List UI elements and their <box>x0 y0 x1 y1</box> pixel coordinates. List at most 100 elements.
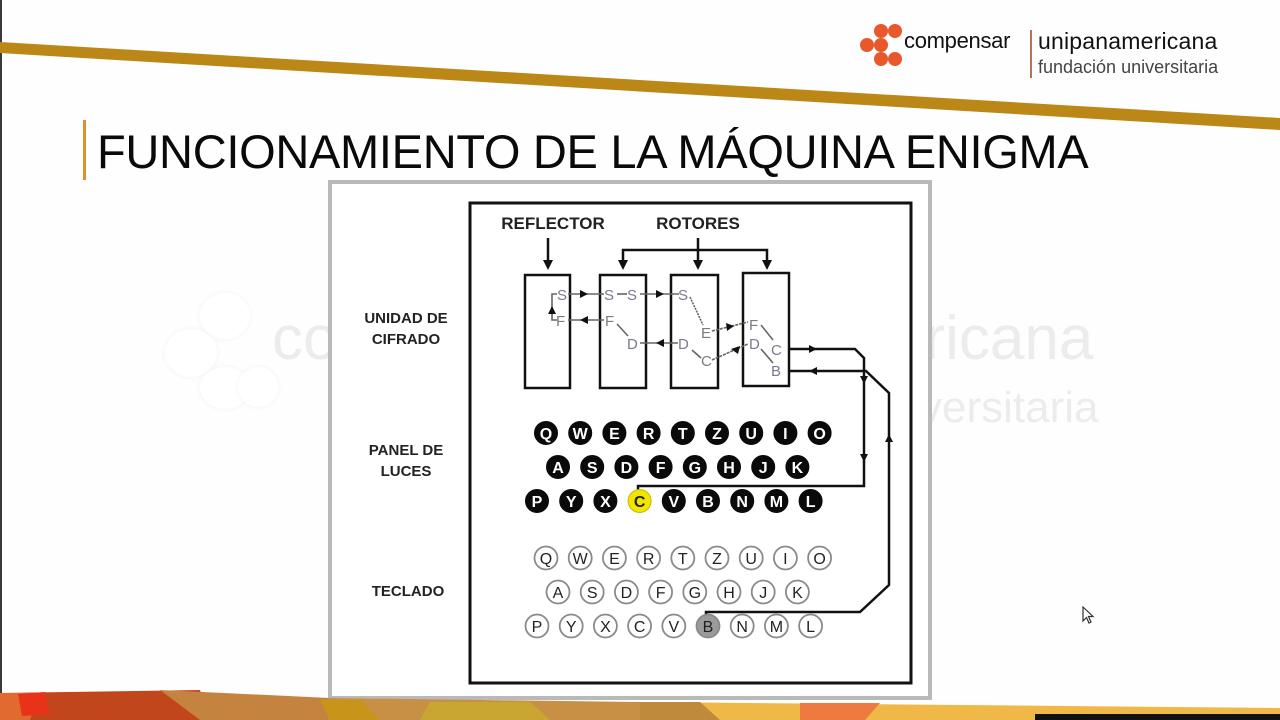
svg-text:R: R <box>643 426 655 443</box>
institution-logo: compensar unipanamericana fundación univ… <box>858 22 1248 82</box>
key-t[interactable]: T <box>670 545 696 571</box>
key-v[interactable]: V <box>661 613 687 639</box>
svg-text:A: A <box>552 460 564 477</box>
key-w[interactable]: W <box>567 545 593 571</box>
lamp-c: C <box>627 489 652 513</box>
svg-text:M: M <box>770 619 783 636</box>
watermark-text-bottom: versitaria <box>920 383 1099 432</box>
cipher-unit-label-line1: UNIDAD DE <box>364 310 447 327</box>
svg-text:U: U <box>745 551 757 568</box>
key-z[interactable]: Z <box>704 545 730 571</box>
key-m[interactable]: M <box>764 613 789 639</box>
svg-text:V: V <box>668 619 679 636</box>
lamp-f: F <box>648 455 673 479</box>
key-p[interactable]: P <box>524 613 550 639</box>
lamp-s: S <box>580 455 605 479</box>
svg-text:W: W <box>573 426 589 443</box>
svg-text:D: D <box>621 460 633 477</box>
reflector-letter-s: S <box>557 287 567 304</box>
rotor3-letter-b: B <box>771 363 781 380</box>
lamp-u: U <box>739 421 764 445</box>
rotor2-letter-d: D <box>678 336 689 353</box>
svg-text:Z: Z <box>712 551 722 568</box>
svg-text:R: R <box>643 551 655 568</box>
lamp-z: Z <box>705 421 729 445</box>
slide-left-edge <box>0 0 2 700</box>
lamp-i: I <box>773 421 798 445</box>
key-q[interactable]: Q <box>533 545 559 571</box>
rotors-label: ROTORES <box>656 214 740 233</box>
svg-text:L: L <box>806 619 815 636</box>
brand-compensar: compensar <box>904 28 1011 53</box>
key-r[interactable]: R <box>636 545 661 571</box>
svg-text:F: F <box>656 585 666 602</box>
svg-text:D: D <box>621 585 633 602</box>
svg-text:I: I <box>783 426 787 443</box>
lamp-v: V <box>661 489 686 513</box>
key-h[interactable]: H <box>716 579 742 605</box>
key-b[interactable]: B <box>695 613 721 639</box>
lamp-w: W <box>568 421 593 445</box>
key-x[interactable]: X <box>593 613 618 639</box>
mouse-cursor-icon <box>1082 606 1095 624</box>
key-e[interactable]: E <box>602 545 627 571</box>
key-g[interactable]: G <box>682 579 708 605</box>
svg-text:Y: Y <box>566 619 577 636</box>
key-c[interactable]: C <box>627 613 652 639</box>
rotor1-letter-s-right: S <box>627 287 637 304</box>
lamp-y: Y <box>559 489 584 513</box>
rotor2-letter-c: C <box>701 353 712 370</box>
svg-text:X: X <box>600 619 611 636</box>
key-j[interactable]: J <box>750 579 776 605</box>
svg-text:W: W <box>573 551 589 568</box>
key-n[interactable]: N <box>729 613 755 639</box>
svg-text:J: J <box>759 585 767 602</box>
svg-text:V: V <box>668 494 679 511</box>
key-d[interactable]: D <box>614 579 639 605</box>
svg-text:P: P <box>532 494 543 511</box>
lamp-e: E <box>602 421 627 445</box>
lamp-panel-label-line2: LUCES <box>381 463 432 480</box>
svg-text:O: O <box>813 551 825 568</box>
svg-text:K: K <box>792 585 803 602</box>
svg-text:B: B <box>702 494 714 511</box>
lamp-h: H <box>717 455 741 479</box>
lamp-x: X <box>593 489 618 513</box>
lamp-b: B <box>696 489 720 513</box>
lamp-l: L <box>798 489 823 513</box>
key-l[interactable]: L <box>798 613 823 639</box>
rotor3-letter-c: C <box>771 342 782 359</box>
rotor3-letter-d: D <box>749 336 760 353</box>
brand-tagline: fundación universitaria <box>1038 57 1219 77</box>
key-u[interactable]: U <box>738 545 764 571</box>
svg-text:Q: Q <box>540 551 552 568</box>
key-y[interactable]: Y <box>558 613 584 639</box>
lamp-d: D <box>614 455 639 479</box>
gold-diagonal-band <box>0 42 1280 130</box>
key-s[interactable]: S <box>579 579 605 605</box>
svg-text:E: E <box>609 551 620 568</box>
svg-text:T: T <box>678 551 688 568</box>
svg-text:S: S <box>587 585 598 602</box>
key-f[interactable]: F <box>648 579 673 605</box>
brand-unipanamericana: unipanamericana <box>1038 28 1218 54</box>
lamp-p: P <box>525 489 549 513</box>
rotor-3-box <box>741 271 791 388</box>
logo-separator <box>1030 30 1032 78</box>
svg-text:J: J <box>759 460 768 477</box>
svg-text:T: T <box>678 426 688 443</box>
svg-text:Y: Y <box>566 494 577 511</box>
key-a[interactable]: A <box>545 579 571 605</box>
compensar-dots-icon <box>858 22 902 70</box>
rotor1-arrow-icon <box>618 260 628 270</box>
reflector-box <box>523 273 572 390</box>
slide-title: FUNCIONAMIENTO DE LA MÁQUINA ENIGMA <box>97 125 1089 178</box>
key-o[interactable]: O <box>807 545 832 571</box>
key-i[interactable]: I <box>773 545 798 571</box>
enigma-diagram: REFLECTOR ROTORES <box>364 201 913 685</box>
key-k[interactable]: K <box>785 579 810 605</box>
lamp-t: T <box>670 421 695 445</box>
lamp-n: N <box>730 489 755 513</box>
